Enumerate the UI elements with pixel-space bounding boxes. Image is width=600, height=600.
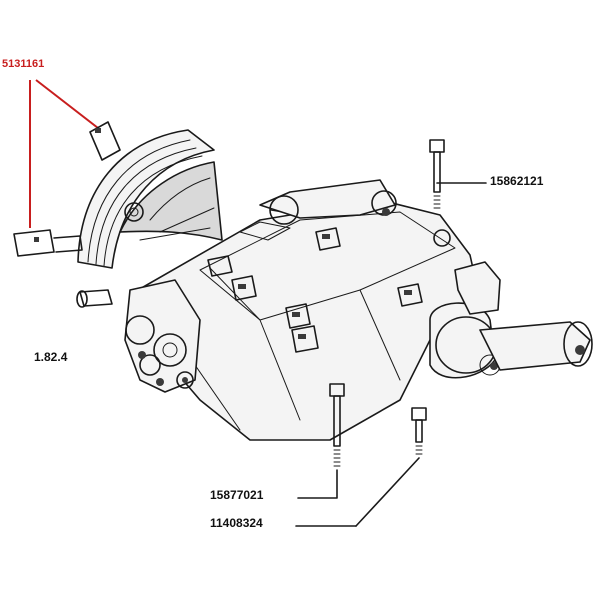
left-shaft-stub xyxy=(76,289,113,308)
mounting-pads xyxy=(207,227,423,353)
view-reference-label: 1.82.4 xyxy=(34,350,68,364)
right-upper-boss xyxy=(433,229,501,315)
right-extension-arm xyxy=(479,321,593,371)
callout-15862121: 15862121 xyxy=(490,174,544,188)
selector-clip-top xyxy=(89,121,121,161)
callout-5131161: 5131161 xyxy=(2,58,45,70)
top-right-bracket xyxy=(259,179,397,225)
bolt-15877021 xyxy=(297,383,345,499)
left-gear-cluster xyxy=(124,279,201,393)
callout-11408324: 11408324 xyxy=(210,516,263,530)
selector-clip-left xyxy=(13,229,83,257)
selector-callout-leaders xyxy=(29,79,99,228)
callout-15877021: 15877021 xyxy=(210,488,264,502)
bolt-15862121 xyxy=(429,139,487,209)
bolt-11408324 xyxy=(295,407,427,527)
quadrant-knob xyxy=(124,202,144,222)
selector-quadrant xyxy=(77,129,223,269)
